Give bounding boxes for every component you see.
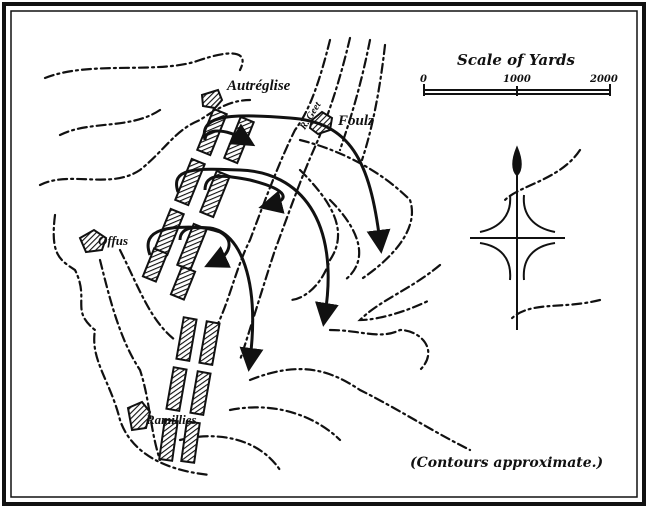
movement-arrows (146, 114, 391, 372)
scale-tick-1000: 1000 (503, 74, 531, 85)
north-compass-icon (470, 145, 565, 330)
place-label-foulz: Foulz (338, 113, 374, 129)
place-label-ramillies: Ramillies (146, 412, 197, 427)
village-offus (78, 228, 108, 254)
scale-bar (423, 84, 611, 96)
village-autreglise (200, 88, 224, 110)
place-label-offus: Offus (98, 233, 129, 248)
outer-frame (2, 2, 646, 506)
place-label-autreglise: Autréglise (227, 78, 291, 94)
contours-note: (Contours approximate.) (410, 455, 604, 471)
inner-frame (10, 10, 638, 498)
village-ramillies (126, 400, 152, 432)
scale-tick-0: 0 (420, 74, 427, 85)
scale-title: Scale of Yards (457, 51, 575, 69)
contour-lines (38, 36, 602, 477)
scale-tick-2000: 2000 (590, 74, 618, 85)
